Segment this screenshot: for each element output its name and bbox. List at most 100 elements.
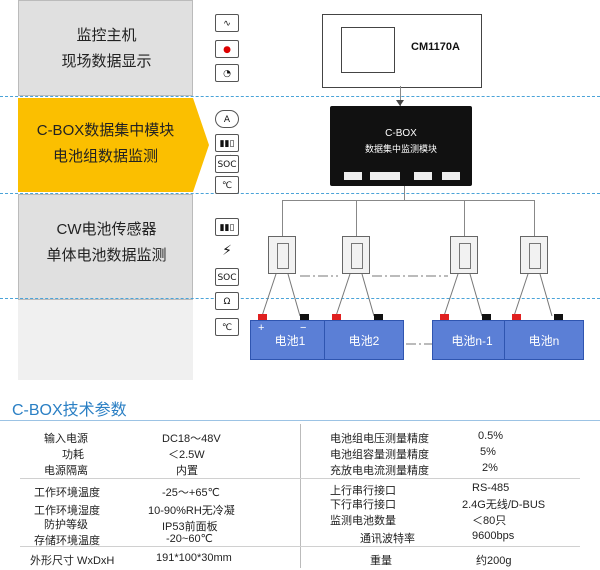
spec-left-key-0: 输入电源	[44, 433, 88, 445]
spec-left-val-5: IP53前面板	[162, 521, 218, 533]
sensor-leads	[261, 273, 553, 345]
cw-sensor-3	[450, 236, 478, 274]
temp-label: ℃	[221, 181, 233, 191]
spec-right-key-0: 电池组电压测量精度	[330, 433, 429, 445]
temp-label-2: ℃	[221, 323, 233, 333]
battery-2-pos-terminal	[332, 314, 341, 320]
spec-right-key-1: 电池组容量测量精度	[330, 449, 429, 461]
soc-label-2: SOC	[217, 273, 237, 283]
arrow-down-icon	[396, 100, 404, 106]
battery-3-neg-terminal	[482, 314, 491, 320]
specs-rule-2	[20, 546, 580, 547]
battery-1-neg-terminal	[300, 314, 309, 320]
ammeter-label: A	[223, 115, 231, 125]
ohm-label: Ω	[223, 297, 231, 307]
cw-sensor-2	[342, 236, 370, 274]
cbox-name: C-BOX	[385, 128, 417, 139]
ohm-icon: Ω	[215, 292, 239, 310]
spec-left-key-3: 工作环境温度	[34, 487, 100, 499]
spec-right-val-4: 2.4G无线/D-BUS	[462, 499, 546, 511]
cbox-subtitle: 数据集中监测模块	[364, 144, 437, 154]
meter-icon: ◔	[215, 64, 239, 82]
specs-rule-1	[20, 478, 580, 479]
spec-right-val-5: ＜80只	[472, 515, 507, 527]
bus-drop-2	[356, 200, 357, 236]
spec-right-key-3: 上行串行接口	[330, 485, 396, 497]
spec-right-val-1: 5%	[480, 446, 496, 458]
band-cbox-line1: C-BOX数据集中模块	[36, 122, 175, 139]
specs-title: C-BOX技术参数	[12, 402, 127, 419]
spec-left-key-5: 防护等级	[44, 519, 88, 531]
bus-drop-1	[282, 200, 283, 236]
band-monitor-line1: 监控主机	[76, 27, 137, 44]
spec-left-key-4: 工作环境湿度	[34, 505, 100, 517]
band-cw-line2: 单体电池数据监测	[46, 247, 167, 264]
alarm-icon: ●	[215, 40, 239, 58]
band-cbox-arrow	[193, 98, 209, 192]
spec-left-val-6: -20~60℃	[166, 533, 213, 545]
spec-left-val-2: 内置	[176, 465, 198, 477]
soc-icon-2: SOC	[215, 268, 239, 286]
bus-horizontal	[282, 200, 535, 201]
spec-left-val-7: 191*100*30mm	[156, 552, 232, 564]
battery-1-pos-terminal	[258, 314, 267, 320]
ammeter-icon: A	[215, 110, 239, 128]
separator-2	[0, 193, 600, 194]
battery-4-pos-terminal	[512, 314, 521, 320]
cbox-device: C-BOX 数据集中监测模块	[330, 106, 472, 186]
battery-4-neg-terminal	[554, 314, 563, 320]
cbox-port-2	[370, 172, 400, 180]
spec-right-key-2: 充放电电流测量精度	[330, 465, 429, 477]
band-cbox-line2: 电池组数据监测	[52, 148, 158, 165]
spec-right-key-6: 通讯波特率	[360, 533, 415, 545]
spec-right-key-4: 下行串行接口	[330, 499, 396, 511]
spec-left-val-0: DC18～48V	[162, 433, 221, 445]
spec-left-key-7: 外形尺寸 WxDxH	[30, 555, 115, 567]
battery-3: 电池n-1	[432, 320, 512, 360]
separator-3	[0, 298, 600, 299]
battery-2: 电池2	[324, 320, 404, 360]
cbox-port-1	[344, 172, 362, 180]
lightning-icon-2: ⚡	[215, 242, 239, 260]
specs-divider-v	[300, 424, 301, 568]
cw-sensor-1	[268, 236, 296, 274]
band-cw: CW电池传感器 单体电池数据监测	[18, 194, 193, 300]
minus-sign-1: −	[300, 322, 307, 334]
temperature-icon: ℃	[215, 176, 239, 194]
bus-drop-3	[464, 200, 465, 236]
spec-right-key-5: 监测电池数量	[330, 515, 396, 527]
cbox-port-3	[414, 172, 432, 180]
band-cw-line1: CW电池传感器	[56, 221, 157, 238]
battery-level-icon-2: ▮▮▯	[215, 218, 239, 236]
battery-4: 电池n	[504, 320, 584, 360]
spec-left-key-2: 电源隔离	[44, 465, 88, 477]
spec-right-key-7: 重量	[370, 555, 392, 567]
battery-1: 电池1	[250, 320, 330, 360]
specs-title-rule	[0, 420, 600, 421]
spec-left-val-1: ＜2.5W	[168, 449, 205, 461]
cw-sensor-4	[520, 236, 548, 274]
cbox-port-4	[442, 172, 460, 180]
soc-label: SOC	[217, 160, 237, 170]
band-monitor-line2: 现场数据显示	[61, 53, 152, 70]
spec-right-val-0: 0.5%	[478, 430, 504, 442]
spec-right-val-3: RS-485	[472, 482, 510, 494]
plus-sign-1: +	[258, 322, 265, 334]
bus-vertical	[404, 186, 405, 200]
monitor-screen	[341, 27, 395, 73]
monitor-host: CM1170A	[322, 14, 482, 88]
spec-right-val-6: 9600bps	[472, 530, 515, 542]
battery-3-pos-terminal	[440, 314, 449, 320]
spec-left-val-4: 10-90%RH无冷凝	[148, 505, 235, 517]
spec-left-key-6: 存储环境温度	[34, 535, 100, 547]
spec-left-val-3: -25～+65℃	[162, 487, 220, 499]
battery-2-neg-terminal	[374, 314, 383, 320]
separator-1	[0, 96, 600, 97]
spec-left-key-1: 功耗	[62, 449, 84, 461]
bus-drop-4	[534, 200, 535, 236]
spec-right-val-2: 2%	[482, 462, 498, 474]
link-monitor-cbox	[400, 86, 401, 106]
monitor-model: CM1170A	[411, 41, 460, 53]
battery-level-icon: ▮▮▯	[215, 134, 239, 152]
band-monitor: 监控主机 现场数据显示	[18, 0, 193, 96]
